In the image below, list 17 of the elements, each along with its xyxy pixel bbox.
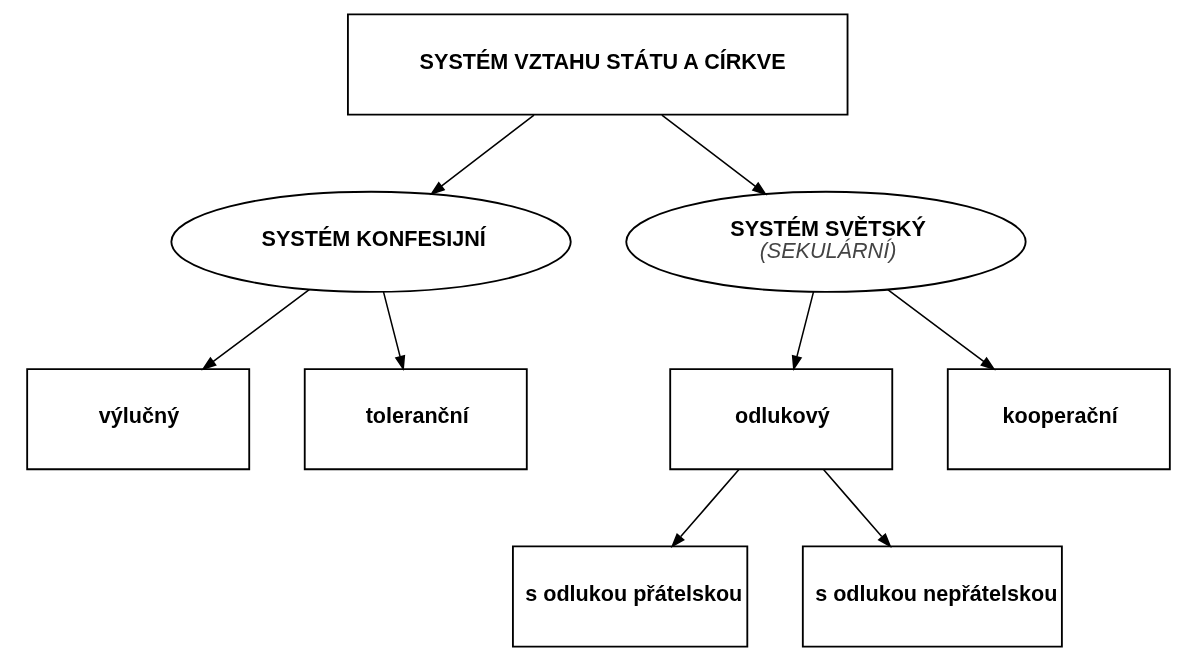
arrow (670, 468, 739, 549)
arrow (660, 114, 767, 196)
node-box: odlukový (668, 368, 893, 471)
arrow (382, 291, 405, 371)
node-box: SYSTÉM VZTAHU STÁTU A CÍRKVE (346, 13, 848, 116)
arrow (429, 114, 535, 196)
node-box: s odlukou přátelskou (511, 545, 748, 648)
node-box: výlučný (25, 368, 250, 471)
node-box: kooperační (946, 368, 1171, 471)
arrow (822, 468, 892, 549)
arrow (791, 291, 814, 371)
node-ellipse: SYSTÉM SVĚTSKÝ (SEKULÁRNÍ) (624, 190, 1027, 293)
arrow (200, 288, 310, 371)
node-ellipse: SYSTÉM KONFESIJNÍ (169, 190, 572, 293)
node-box: toleranční (303, 368, 528, 471)
node-box: s odlukou nepřátelskou (801, 545, 1063, 648)
arrow (886, 288, 996, 371)
